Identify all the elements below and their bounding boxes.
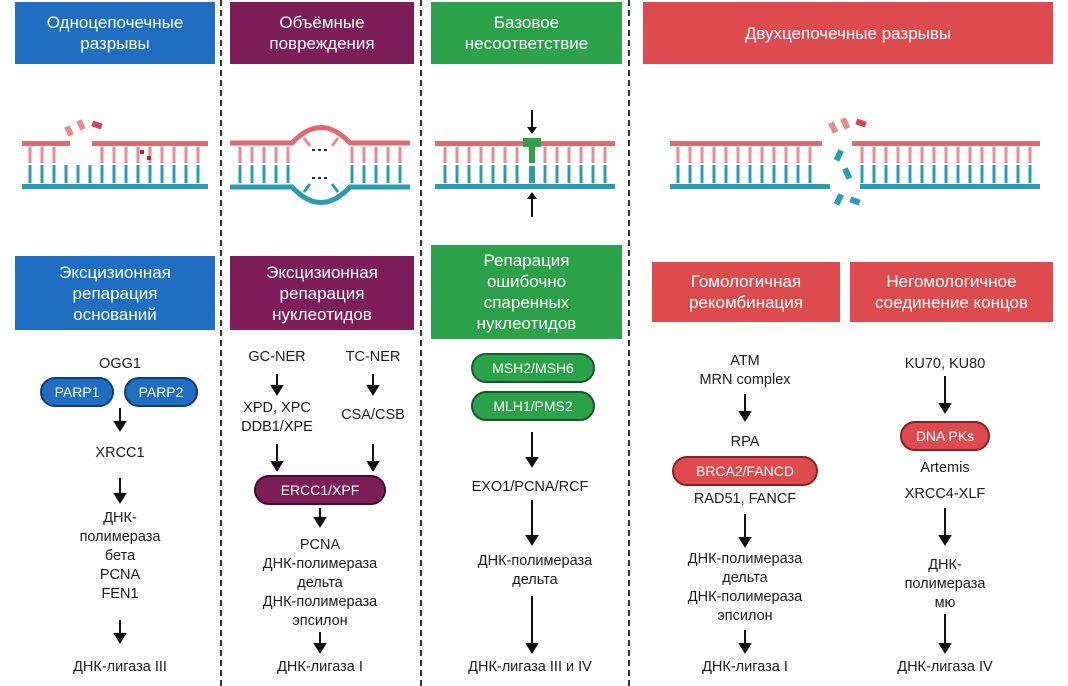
header-base-mismatch: Базовое несоответствие	[431, 2, 622, 64]
ligase-nhej: ДНК-лигаза IV	[897, 659, 993, 675]
header-double-strand-breaks: Двухцепочечные разрывы	[643, 2, 1053, 64]
protein-list-ner: PCNA ДНК-полимераза дельта ДНК-полимераз…	[262, 537, 378, 629]
dna-single-strand-break	[22, 119, 208, 189]
column-divider	[220, 0, 222, 686]
protein-atm-mrn: ATM MRN complex	[699, 353, 791, 388]
protein-xrcc4-xlf: XRCC4-XLF	[904, 486, 986, 502]
header-single-strand-breaks: Одноцепочечные разрывы	[15, 2, 215, 64]
polymerase-mmr: ДНК-полимераза дельта	[477, 553, 593, 588]
protein-exo1-pcna-rcf: EXO1/PCNA/RCF	[471, 479, 589, 495]
column-divider	[628, 0, 630, 686]
pill-brca2-fancd: BRCA2/FANCD	[672, 456, 818, 486]
protein-csa-csb: CSA/CSB	[341, 407, 405, 423]
protein-ogg1: OGG1	[99, 356, 141, 372]
header-bulky-lesions: Объёмные повреждения	[230, 2, 414, 64]
ligase-ber: ДНК-лигаза III	[73, 659, 167, 675]
protein-ku70-ku80: KU70, KU80	[904, 356, 986, 372]
pill-parp2: PARP2	[124, 377, 198, 407]
label-tc-ner: TC-NER	[345, 349, 401, 365]
dna-bulky-lesion	[230, 125, 410, 205]
pill-parp1: PARP1	[40, 377, 114, 407]
protein-xrcc1: XRCC1	[95, 445, 145, 461]
ligase-mmr: ДНК-лигаза III и IV	[468, 659, 592, 675]
pathway-homologous-recombination: Гомологичная рекомбинация	[652, 262, 840, 322]
dna-double-strand-break	[670, 117, 1040, 206]
ligase-hr: ДНК-лигаза I	[702, 659, 788, 675]
pill-mlh1-pms2: MLH1/PMS2	[471, 391, 595, 421]
polymerase-nhej: ДНК- полимераза мю	[904, 557, 986, 611]
pill-msh2-msh6: MSH2/MSH6	[471, 353, 595, 383]
protein-rpa: RPA	[730, 434, 760, 450]
pill-dna-pks: DNA PKs	[900, 421, 990, 451]
protein-rad51-fancf: RAD51, FANCF	[693, 491, 797, 507]
pathway-mismatch-repair: Репарация ошибочно спаренных нуклеотидов	[431, 245, 622, 339]
pill-ercc1-xpf: ERCC1/XPF	[254, 475, 386, 505]
column-divider	[420, 0, 422, 686]
flow-arrows	[113, 374, 952, 654]
protein-xpd-xpc: XPD, XPC DDB1/XPE	[241, 400, 313, 435]
pathway-nucleotide-excision-repair: Эксцизионная репарация нуклеотидов	[230, 256, 414, 330]
ligase-ner: ДНК-лигаза I	[277, 659, 363, 675]
label-gc-ner: GC-NER	[248, 349, 306, 365]
dna-base-mismatch	[435, 110, 615, 217]
protein-artemis: Artemis	[920, 460, 970, 476]
pathway-nhej: Негомологичное соединение концов	[850, 262, 1053, 322]
polymerase-hr: ДНК-полимераза дельта ДНК-полимераза эпс…	[687, 551, 803, 624]
protein-list-ber: ДНК- полимераза бета PCNA FEN1	[79, 510, 161, 602]
pathway-base-excision-repair: Эксцизионная репарация оснований	[15, 256, 215, 330]
